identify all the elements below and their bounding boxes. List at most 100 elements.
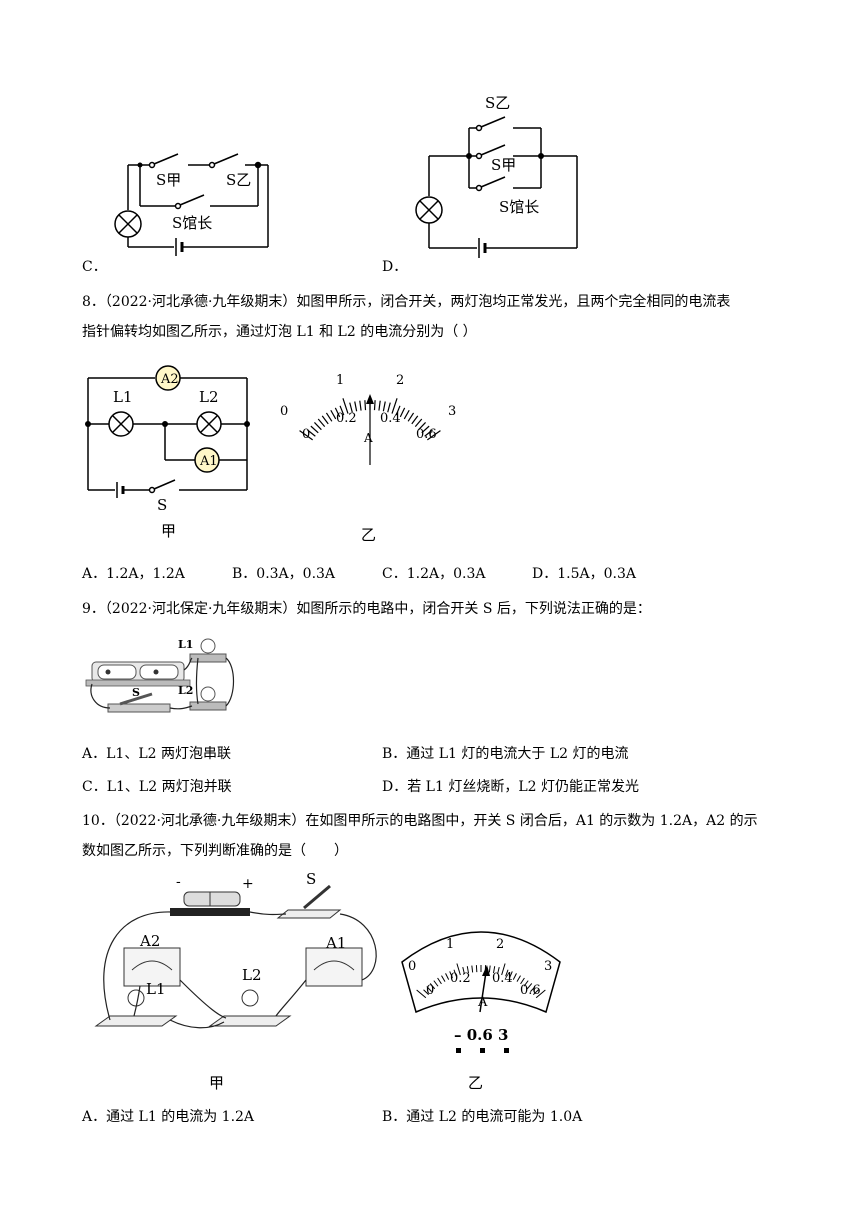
- top-tick-0: 0: [280, 404, 288, 419]
- circuit-diagram-d: S乙 S甲 S馆长: [415, 94, 578, 258]
- dial-tick: [520, 977, 525, 985]
- switch-label-guan: S馆长: [499, 198, 539, 216]
- dial-tick: [466, 966, 469, 974]
- switch-label-yi: S乙: [226, 171, 251, 189]
- dial-tick: [382, 401, 386, 412]
- option-c-label: C．: [82, 259, 107, 275]
- dial-tick: [437, 977, 442, 985]
- q9-option-a: A．L1、L2 两灯泡串联: [82, 746, 231, 762]
- ammeter-a2-label: A2: [139, 932, 160, 950]
- ammeter-a1-label: A1: [325, 934, 346, 952]
- switch-label-guan: S馆长: [172, 214, 212, 232]
- ammeter-a1-label: A1: [199, 454, 218, 469]
- q10-physical-circuit-jia: - + S A2 A1 L2 L1: [94, 870, 377, 1029]
- q8-caption-yi: 乙: [361, 526, 377, 544]
- dial-tick: [471, 965, 474, 973]
- bottom-tick-0: 0: [302, 427, 310, 442]
- dial-tick: [307, 429, 316, 437]
- dial-tick: [426, 986, 432, 992]
- dial-tick: [330, 409, 337, 420]
- dial-tick: [535, 989, 546, 999]
- q8-option-d: D．1.5A，0.3A: [532, 566, 636, 582]
- lamp-l1-label: L1: [146, 980, 166, 998]
- top-tick-1: 1: [446, 937, 454, 952]
- dial-tick: [349, 402, 353, 413]
- top-tick-2: 2: [396, 373, 404, 388]
- dial-tick: [493, 966, 496, 974]
- bottom-tick-0.4: 0.4: [380, 411, 401, 426]
- dial-pointer: [479, 971, 487, 1013]
- dial-tick: [516, 975, 521, 982]
- top-tick-0: 0: [408, 959, 416, 974]
- dial-tick: [317, 418, 326, 428]
- question-8-line-1: 8．（2022·河北承德·九年级期末）如图甲所示，闭合开关，两灯泡均正常发光，且…: [82, 294, 731, 310]
- q10-caption-jia: 甲: [209, 1074, 225, 1092]
- dial-tick: [533, 989, 539, 995]
- dial-tick: [433, 980, 439, 987]
- dial-tick: [453, 969, 457, 977]
- dial-tick: [299, 430, 314, 441]
- dial-tick: [530, 986, 536, 992]
- q8-option-a: A．1.2A，1.2A: [82, 566, 185, 582]
- lamp-l1-label: L1: [178, 638, 193, 651]
- switch-s-label: S: [157, 496, 167, 514]
- dial-tick: [387, 402, 391, 413]
- top-tick-3: 3: [448, 404, 456, 419]
- ammeter-a2-label: A2: [160, 372, 179, 387]
- dial-tick: [359, 400, 362, 411]
- dial-tick: [426, 430, 441, 441]
- dial-tick: [512, 973, 517, 980]
- dial-tick: [488, 965, 491, 973]
- dial-tick: [313, 422, 322, 431]
- question-10-text: 10．（2022·河北承德·九年级期末）在如图甲所示的电路图中，开关 S 闭合后…: [82, 806, 792, 866]
- dial-tick: [462, 967, 465, 975]
- bottom-tick-0.2: 0.2: [336, 411, 357, 426]
- dial-tick: [501, 963, 506, 976]
- switch-s-label: S: [132, 686, 140, 699]
- dial-tick: [526, 983, 533, 990]
- dial-tick: [505, 969, 509, 977]
- circuit-diagram-c: S甲 S乙 S馆长: [114, 153, 269, 256]
- question-9-text: 9．（2022·河北保定·九年级期末）如图所示的电路中，闭合开关 S 后，下列说…: [82, 601, 651, 617]
- dial-tick: [373, 400, 376, 411]
- dial-tick: [411, 415, 419, 425]
- q9-option-d: D．若 L1 灯丝烧断，L2 灯仍能正常发光: [382, 779, 639, 795]
- top-tick-2: 2: [496, 937, 504, 952]
- q9-physical-circuit: L1 L2 S: [85, 638, 235, 713]
- q8-caption-jia: 甲: [161, 522, 177, 540]
- dial-tick: [325, 412, 333, 422]
- lamp-l2-label: L2: [199, 388, 219, 406]
- dial-tick: [407, 412, 415, 422]
- question-10-line-1: 10．（2022·河北承德·九年级期末）在如图甲所示的电路图中，开关 S 闭合后…: [82, 813, 758, 829]
- dial-tick: [399, 407, 406, 418]
- dial-tick: [364, 400, 367, 411]
- bottom-tick-0.4: 0.4: [492, 971, 513, 986]
- dial-tick: [456, 963, 461, 976]
- dial-tick: [414, 418, 423, 428]
- dial-tick: [342, 398, 349, 414]
- dial-tick: [445, 973, 450, 980]
- q9-option-b: B．通过 L1 灯的电流大于 L2 灯的电流: [382, 746, 629, 762]
- battery-plus: +: [242, 876, 254, 892]
- dial-tick: [429, 983, 436, 990]
- dial-tick: [403, 409, 410, 420]
- dial-tick: [418, 422, 427, 431]
- bottom-tick-0.6: 0.6: [520, 983, 541, 998]
- q9-option-c: C．L1、L2 两灯泡并联: [82, 779, 232, 795]
- dial-unit: A: [477, 995, 488, 1010]
- lamp-l1-label: L1: [113, 388, 133, 406]
- switch-s-label: S: [306, 870, 316, 888]
- dial-tick: [395, 405, 401, 416]
- bottom-tick-0.2: 0.2: [450, 971, 471, 986]
- lamp-l2-label: L2: [178, 684, 193, 697]
- dial-tick: [339, 405, 345, 416]
- question-8-text: 8．（2022·河北承德·九年级期末）如图甲所示，闭合开关，两灯泡均正常发光，且…: [82, 287, 782, 347]
- dial-tick: [497, 967, 500, 975]
- top-tick-1: 1: [336, 373, 344, 388]
- bottom-tick-0: 0: [426, 983, 434, 998]
- option-d-label: D．: [382, 259, 408, 275]
- q10-option-b: B．通过 L2 的电流可能为 1.0A: [382, 1109, 583, 1125]
- q10-caption-yi: 乙: [468, 1074, 484, 1092]
- q10-ammeter-dial-yi: 0 1 2 3 0 0.2 0.4 0.6 A – 0.6 3: [401, 931, 561, 1053]
- dial-tick: [321, 415, 329, 425]
